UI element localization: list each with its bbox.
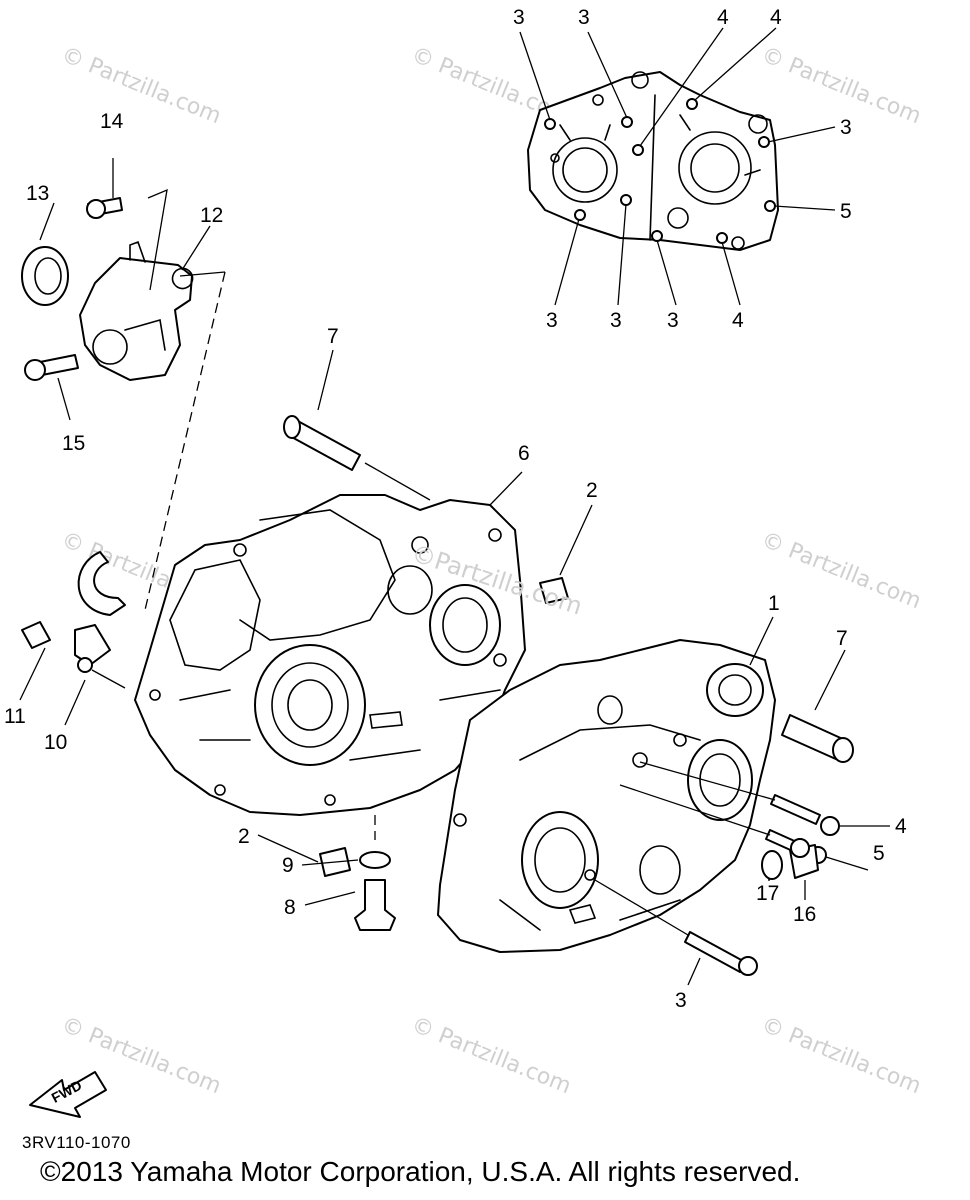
- callout-label: 8: [284, 896, 296, 919]
- callout-labels: 3 3 4 4 3 5 3 3 3 4 14 13 12 15 7 6 2 11…: [4, 6, 907, 1012]
- callout-label: 3: [513, 6, 525, 29]
- callout-label: 3: [578, 6, 590, 29]
- copyright-notice: ©2013 Yamaha Motor Corporation, U.S.A. A…: [40, 1156, 801, 1187]
- callout-label: 6: [518, 442, 530, 465]
- diagram-code: 3RV110-1070: [22, 1133, 131, 1152]
- callout-label: 1: [768, 592, 780, 615]
- clip-and-bolt: [19, 551, 126, 726]
- fwd-arrow-icon: FWD: [29, 1071, 107, 1118]
- callout-label: 4: [717, 6, 729, 29]
- callout-label: 15: [62, 432, 85, 455]
- cover-12: [79, 257, 193, 381]
- callout-label: 4: [770, 6, 782, 29]
- bolt-11: [21, 621, 51, 649]
- callout-label: 16: [793, 903, 816, 926]
- callout-label: 2: [586, 479, 598, 502]
- callout-label: 2: [238, 825, 250, 848]
- callout-label: 14: [100, 110, 124, 133]
- drain-bolt-8: [354, 879, 396, 931]
- callout-label: 3: [546, 309, 558, 332]
- callout-label: 13: [26, 182, 49, 205]
- right-crankcase-1: [437, 639, 776, 953]
- watermark: © Partzilla.com: [758, 1012, 925, 1099]
- right-fasteners: [594, 649, 890, 986]
- callout-label: 3: [610, 309, 622, 332]
- screw-15: [24, 359, 46, 381]
- callout-label: 5: [840, 200, 852, 223]
- clip-10: [77, 551, 126, 616]
- dowel-pin-7-upper: [283, 349, 431, 501]
- screw-14: [86, 199, 106, 219]
- washer-9: [359, 851, 391, 869]
- leader-1: [749, 616, 774, 666]
- watermark: © Partzilla.com: [758, 527, 925, 614]
- callout-label: 7: [327, 325, 339, 348]
- drain-bolt-group: [301, 815, 396, 931]
- oil-pump-cover-group: [21, 158, 226, 611]
- callout-label: 4: [895, 815, 907, 838]
- watermark: © Partzilla.com: [58, 42, 225, 129]
- watermark: © Partzilla.com: [408, 1012, 575, 1099]
- callout-label: 17: [756, 882, 779, 905]
- callout-label: 11: [4, 705, 26, 728]
- callout-label: 4: [732, 309, 744, 332]
- callout-label: 3: [840, 116, 852, 139]
- callout-label: 5: [873, 842, 885, 865]
- callout-label: 9: [282, 854, 294, 877]
- left-crankcase-6: [134, 494, 526, 816]
- callout-label: 7: [836, 627, 848, 650]
- callout-label: 12: [200, 204, 223, 227]
- callout-label: 10: [44, 731, 67, 754]
- callout-label: 3: [667, 309, 679, 332]
- leader-6: [489, 471, 523, 506]
- crankcase-bolt-pattern-view: [519, 27, 836, 306]
- callout-label: 3: [675, 989, 687, 1012]
